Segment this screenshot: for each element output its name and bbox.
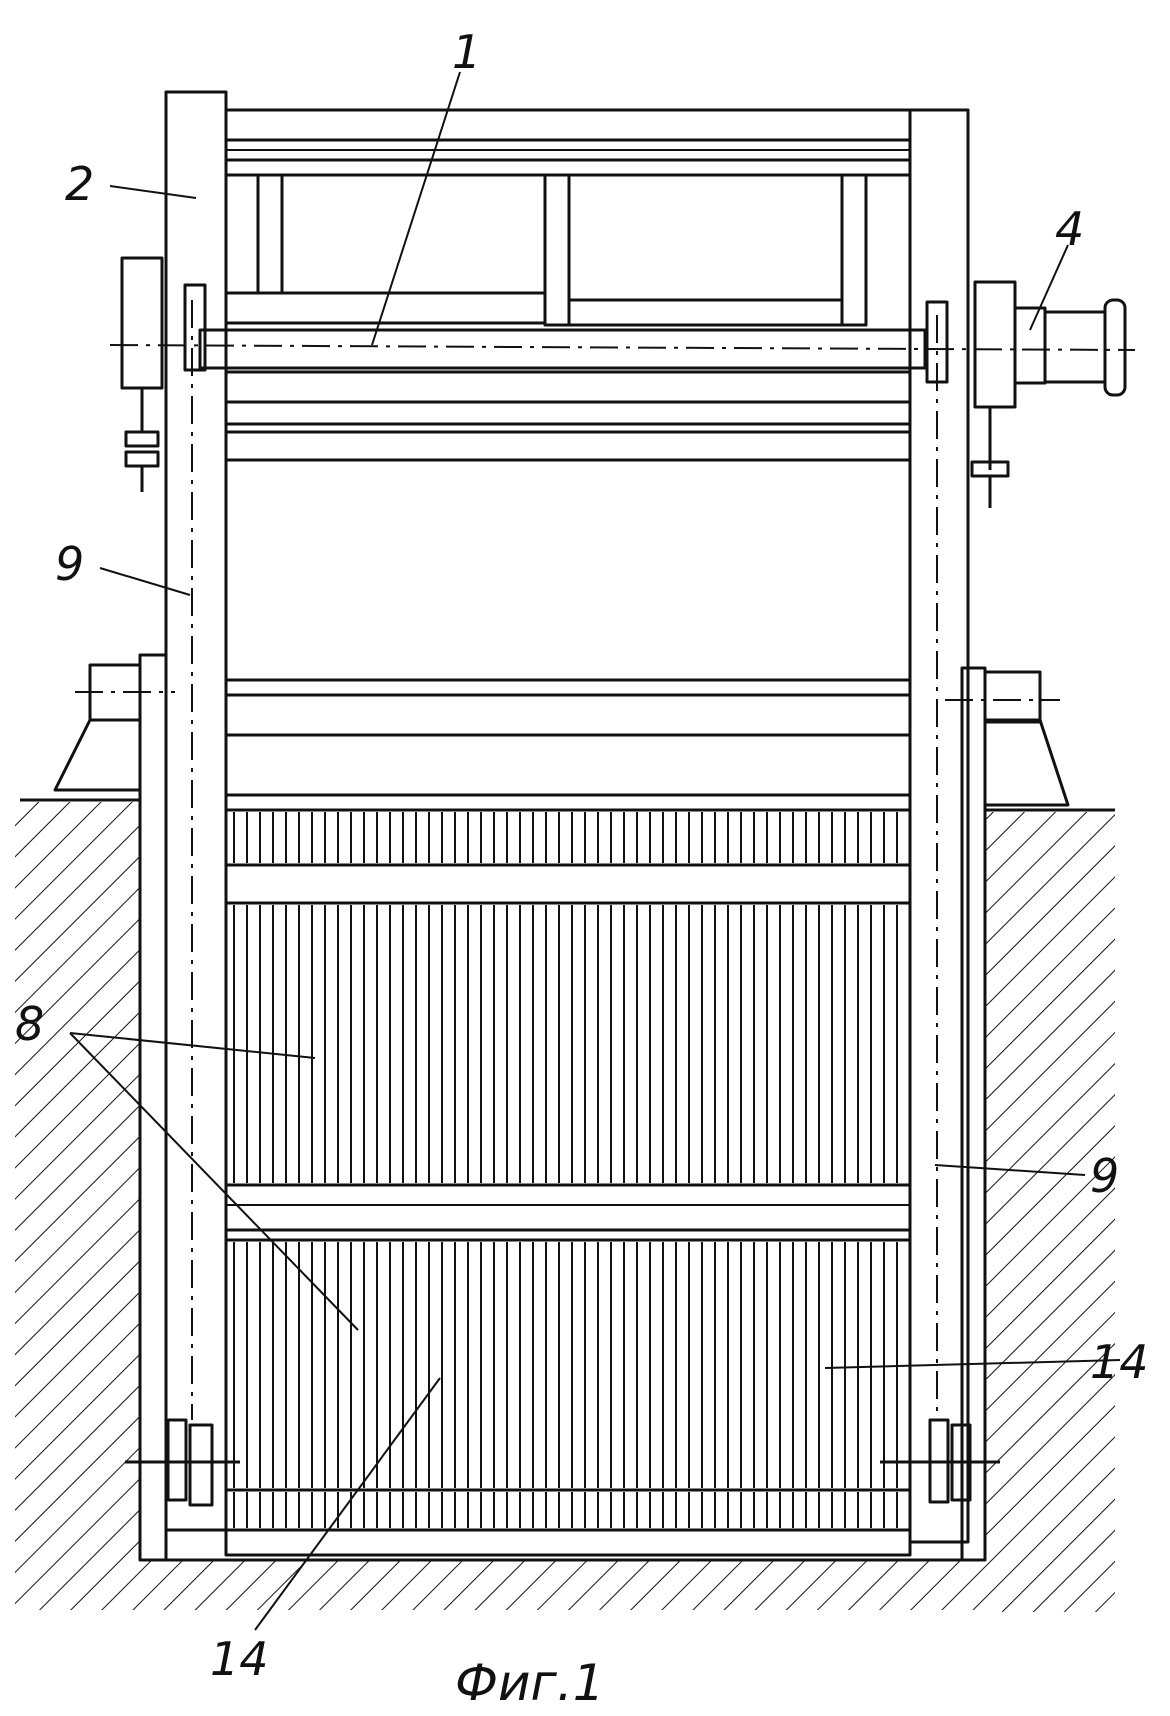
grate-bars-upper-strip — [233, 812, 898, 863]
callout-1: 1 — [452, 25, 481, 79]
ground-hatch-left — [15, 802, 140, 1610]
callout-14-bottom: 14 — [210, 1632, 269, 1686]
middle-beam — [224, 678, 912, 797]
callout-9-left: 9 — [55, 537, 84, 591]
ground-hatch-bottom — [140, 1560, 985, 1610]
sprocket-left — [125, 1418, 240, 1507]
callout-labels: 1 2 4 9 9 8 14 14 — [15, 25, 1149, 1686]
callout-2: 2 — [65, 157, 94, 211]
upper-beams — [224, 370, 912, 462]
support-left — [53, 663, 175, 792]
grate-bars-upper-panel — [233, 905, 898, 1183]
figure-caption: Фиг.1 — [455, 1654, 605, 1712]
drive-motor — [970, 280, 1127, 508]
callout-4: 4 — [1055, 202, 1084, 256]
drive-shaft — [109, 283, 1136, 384]
sprocket-right — [880, 1418, 1000, 1504]
leader-lines — [69, 71, 1121, 1631]
callout-8: 8 — [15, 997, 44, 1051]
callout-9-right: 9 — [1090, 1149, 1119, 1203]
ground-hatch-right — [985, 812, 1115, 1612]
left-brake — [120, 256, 164, 492]
grate-bars-lower-panel — [233, 1242, 898, 1488]
grate-bars-bottom-strip — [233, 1492, 898, 1528]
grate-assembly — [224, 808, 912, 1557]
top-frame — [224, 108, 912, 327]
post-left — [164, 90, 228, 1532]
post-right — [908, 108, 970, 1544]
callout-14-right: 14 — [1090, 1335, 1149, 1389]
